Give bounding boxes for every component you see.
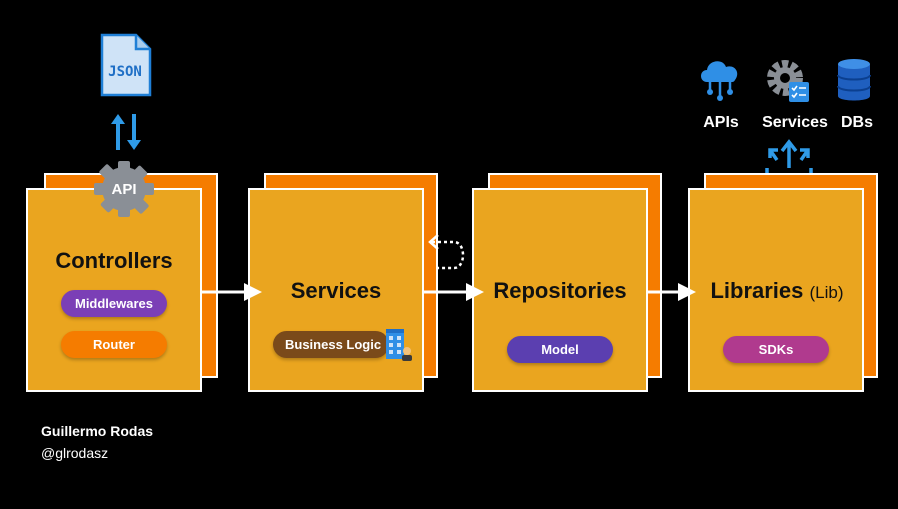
repositories-to-libraries-arrow bbox=[648, 283, 696, 301]
cloud-network-icon bbox=[701, 61, 738, 101]
gear-checklist-icon bbox=[767, 60, 809, 102]
controllers-title: Controllers bbox=[55, 248, 173, 273]
author-name: Guillermo Rodas bbox=[41, 423, 154, 439]
libraries-title-main: Libraries bbox=[710, 278, 804, 303]
router-tag: Router bbox=[61, 331, 167, 358]
json-file-label: JSON bbox=[108, 64, 142, 80]
external-services-label: Services bbox=[762, 114, 828, 131]
repositories-title: Repositories bbox=[493, 278, 627, 303]
office-building-icon bbox=[386, 329, 412, 361]
services-to-repositories-arrow bbox=[424, 283, 484, 301]
database-icon bbox=[837, 59, 871, 101]
external-dbs-label: DBs bbox=[840, 114, 874, 131]
sdks-tag: SDKs bbox=[723, 336, 829, 363]
libraries-title: Libraries (Lib) bbox=[710, 278, 843, 304]
services-box bbox=[248, 188, 424, 392]
return-loop-icon bbox=[428, 234, 465, 270]
business-logic-tag: Business Logic bbox=[273, 331, 389, 358]
model-tag: Model bbox=[507, 336, 613, 363]
author-handle: @glrodasz bbox=[41, 445, 109, 461]
middlewares-tag: Middlewares bbox=[61, 290, 167, 317]
json-file-icon: JSON bbox=[100, 33, 152, 97]
services-title: Services bbox=[290, 278, 382, 303]
request-response-arrows-icon bbox=[111, 114, 141, 150]
api-gear-label: API bbox=[111, 181, 136, 198]
external-apis-label: APIs bbox=[703, 114, 739, 131]
controllers-to-services-arrow bbox=[202, 283, 262, 301]
libraries-title-suffix: (Lib) bbox=[809, 283, 844, 302]
api-gear-icon: API bbox=[94, 161, 154, 217]
